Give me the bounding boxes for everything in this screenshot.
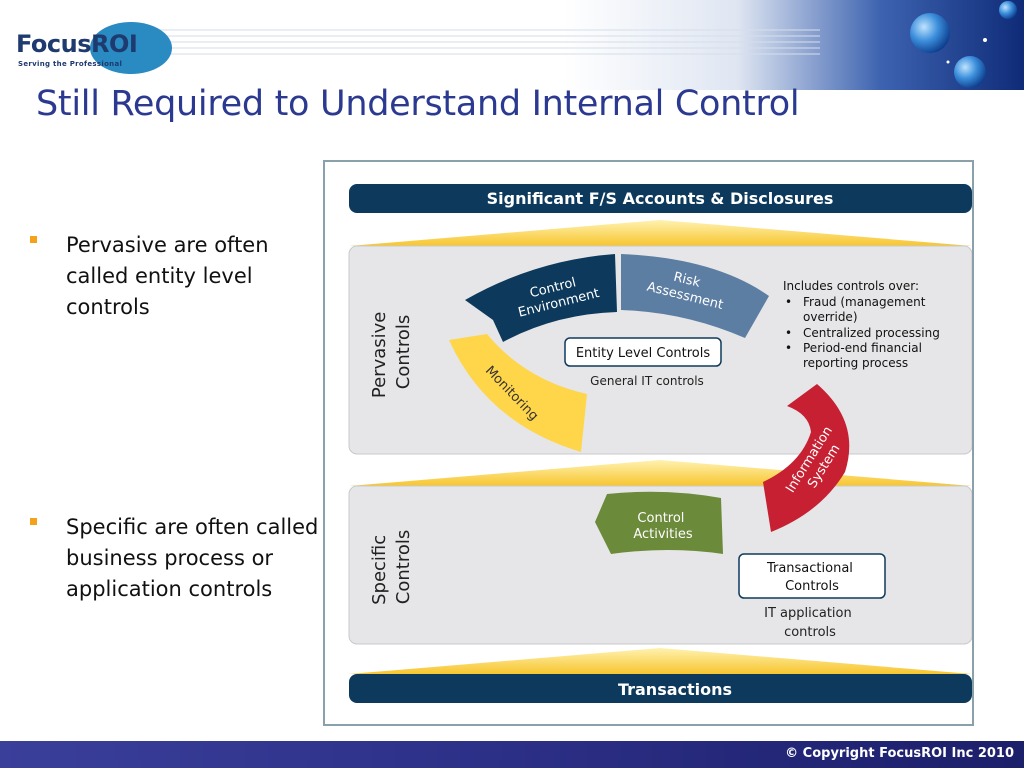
list-bullet-icon: • [785,295,792,309]
bottom-bar [349,674,972,703]
monitoring-arc [449,334,587,452]
transactional-controls-label: Transactional Controls [766,561,857,594]
roof-top [349,220,972,246]
footer-bar: © Copyright FocusROI Inc 2010 [0,741,1024,768]
control-environment-arc [465,254,617,342]
sphere-large-icon [910,13,950,53]
control-activities-arc [595,491,723,554]
focusroi-logo: FocusROI Serving the Professional [16,22,172,74]
list-item: Period-end financial [803,341,922,355]
bullet-square-icon [30,518,37,525]
specific-panel [348,485,972,645]
roof-middle [349,460,972,486]
star-icon [946,60,950,64]
sphere-small-icon [954,56,986,88]
sphere-tiny-icon [999,1,1017,19]
entity-level-controls-box [564,337,722,367]
page-title: Still Required to Understand Internal Co… [36,84,800,124]
bottom-bar-label: Transactions [618,680,732,699]
list-item: reporting process [803,356,908,370]
star-icon [983,38,987,42]
top-bar-label: Significant F/S Accounts & Disclosures [487,189,834,208]
top-bar [349,184,972,213]
it-application-controls-label: IT application controls [764,606,856,640]
list-item: override) [803,310,858,324]
logo-wordmark: FocusROI [16,30,138,58]
banner-lines [160,29,820,55]
bullet-square-icon [30,236,37,243]
transactional-controls-box [738,553,886,599]
pervasive-controls-label: Pervasive Controls [369,306,414,398]
bullet-text: Specific are often called business proce… [66,515,319,601]
list-bullet-icon: • [785,326,792,340]
logo-circle [90,22,172,74]
general-it-controls-label: General IT controls [590,374,704,388]
specific-controls-label: Specific Controls [369,529,414,605]
copyright-text: © Copyright FocusROI Inc 2010 [785,746,1014,761]
information-system-arc [763,384,850,532]
entity-level-controls-label: Entity Level Controls [576,346,711,361]
bullet-text: Pervasive are often called entity level … [66,233,269,319]
list-bullet-icon: • [785,341,792,355]
includes-list: • Fraud (management override) • Centrali… [785,295,940,370]
logo-tagline: Serving the Professional [18,60,123,68]
risk-assessment-arc [621,254,769,338]
internal-control-diagram: Significant F/S Accounts & Disclosures T… [323,160,974,726]
includes-title: Includes controls over: [783,279,919,293]
control-activities-label: Control Activities [633,511,693,542]
list-item: Fraud (management [803,295,926,309]
roof-bottom [349,648,972,674]
list-item: Centralized processing [803,326,940,340]
